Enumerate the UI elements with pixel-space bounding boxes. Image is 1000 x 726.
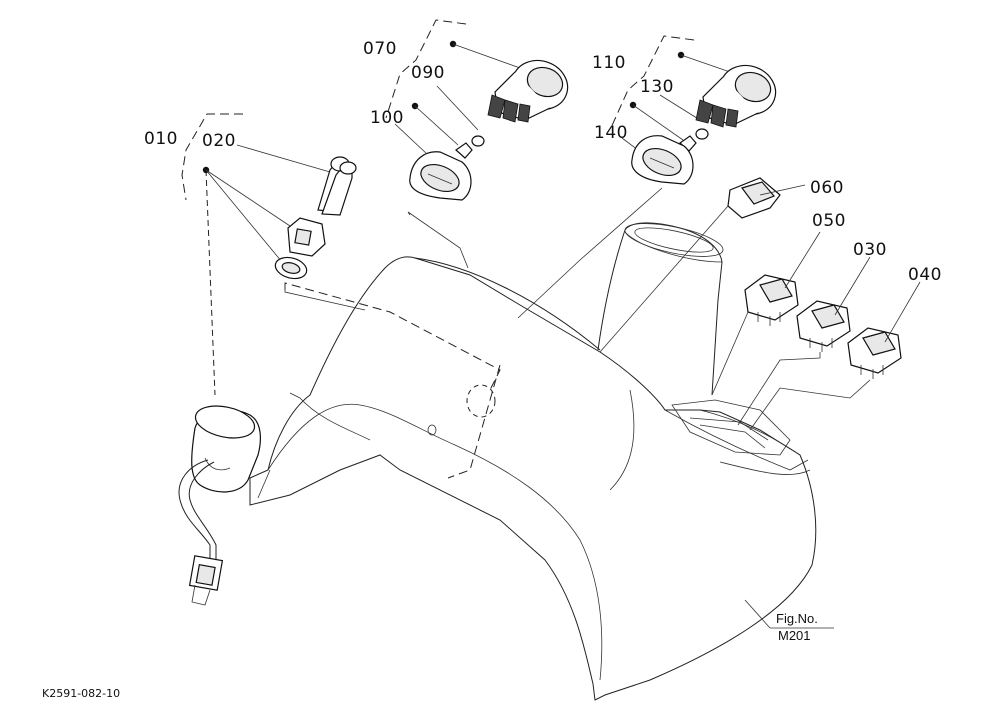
gauge-group-left	[385, 19, 569, 269]
label-060: 060	[810, 178, 844, 198]
label-010: 010	[144, 129, 178, 149]
fig-number: M201	[778, 628, 811, 643]
label-130: 130	[640, 77, 674, 97]
label-100: 100	[370, 108, 404, 128]
label-090: 090	[411, 63, 445, 83]
buzzer-assembly	[178, 169, 261, 606]
label-050: 050	[812, 211, 846, 231]
drawing-code: K2591-082-10	[42, 687, 120, 700]
fig-label: Fig.No.	[776, 611, 818, 626]
label-030: 030	[853, 240, 887, 260]
figure-number-block: Fig.No. M201	[744, 599, 834, 643]
key-switch-group	[181, 113, 357, 280]
dashboard-panel	[249, 222, 817, 701]
label-040: 040	[908, 265, 942, 285]
label-110: 110	[592, 53, 626, 73]
gauge-group-right	[517, 35, 777, 319]
label-020: 020	[202, 131, 236, 151]
label-070: 070	[363, 39, 397, 59]
switch-plug	[599, 177, 806, 353]
label-140: 140	[594, 123, 628, 143]
rocker-switches	[711, 231, 921, 431]
